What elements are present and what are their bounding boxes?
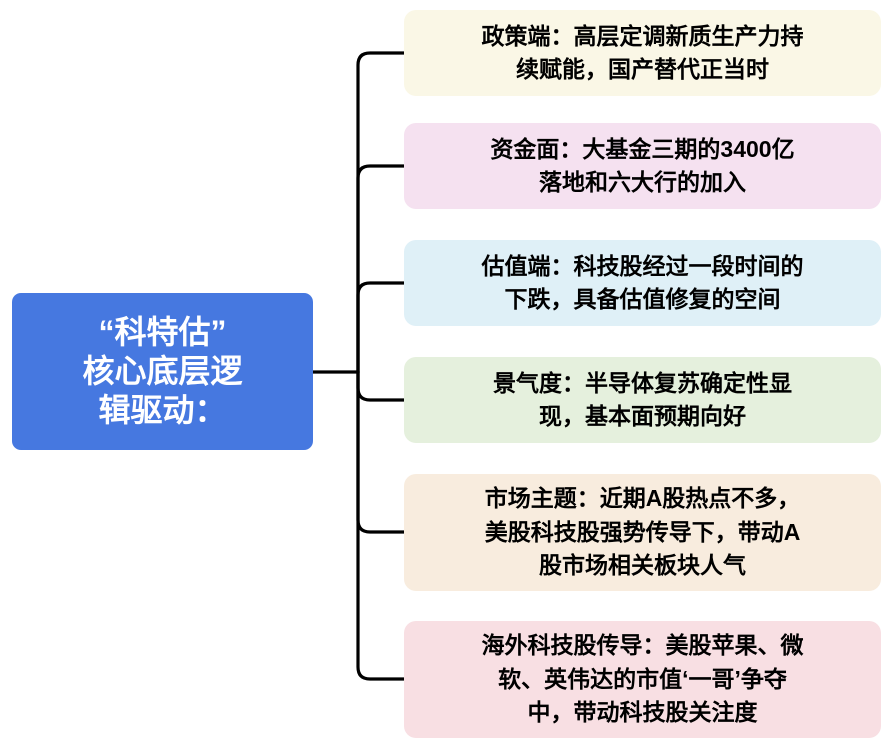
connector-branch-valuation	[356, 281, 406, 374]
branch-text-line: 景气度：半导体复苏确定性显	[493, 369, 792, 396]
connector-branch-policy	[356, 51, 406, 374]
connector-branch-market-theme	[356, 370, 406, 534]
branch-node-valuation[interactable]: 估值端：科技股经过一段时间的 下跌，具备估值修复的空间	[404, 240, 881, 326]
branch-text-line: 股市场相关板块人气	[539, 552, 746, 579]
branch-node-policy[interactable]: 政策端：高层定调新质生产力持 续赋能，国产替代正当时	[404, 10, 881, 96]
branch-text-line: 估值端：科技股经过一段时间的	[481, 252, 804, 279]
branch-text-line: 续赋能，国产替代正当时	[516, 56, 769, 82]
branch-text-line: 中，带动科技股关注度	[527, 699, 758, 726]
branch-node-funding[interactable]: 资金面：大基金三期的3400亿 落地和六大行的加入	[404, 123, 881, 209]
root-node[interactable]: “科特估” 核心底层逻 辑驱动：	[12, 293, 313, 450]
branch-text-line: 海外科技股传导：美股苹果、微	[481, 632, 804, 659]
branch-text-line: 软、英伟达的市值‘一哥’争夺	[498, 665, 787, 692]
root-text-line: “科特估”	[98, 314, 227, 350]
branch-node-prosperity[interactable]: 景气度：半导体复苏确定性显 现，基本面预期向好	[404, 357, 881, 443]
branch-text-line: 资金面：大基金三期的3400亿	[490, 135, 795, 162]
branch-text-line: 落地和六大行的加入	[539, 169, 746, 195]
root-text-line: 核心底层逻	[82, 353, 243, 389]
connector-branch-overseas-tech	[356, 370, 406, 681]
branch-text-line: 下跌，具备估值修复的空间	[504, 286, 781, 312]
branch-node-market-theme[interactable]: 市场主题：近期A股热点不多， 美股科技股强势传导下，带动A 股市场相关板块人气	[404, 474, 881, 591]
branch-text-line: 市场主题：近期A股热点不多，	[484, 485, 801, 512]
root-text-line: 辑驱动：	[98, 392, 227, 428]
connector-branch-funding	[356, 164, 406, 374]
branch-text-line: 美股科技股强势传导下，带动A	[484, 518, 801, 545]
branch-text-line: 现，基本面预期向好	[539, 403, 746, 429]
branch-node-overseas-tech[interactable]: 海外科技股传导：美股苹果、微 软、英伟达的市值‘一哥’争夺 中，带动科技股关注度	[404, 621, 881, 738]
connector-branch-prosperity	[356, 370, 406, 402]
branch-text-line: 政策端：高层定调新质生产力持	[481, 22, 804, 49]
